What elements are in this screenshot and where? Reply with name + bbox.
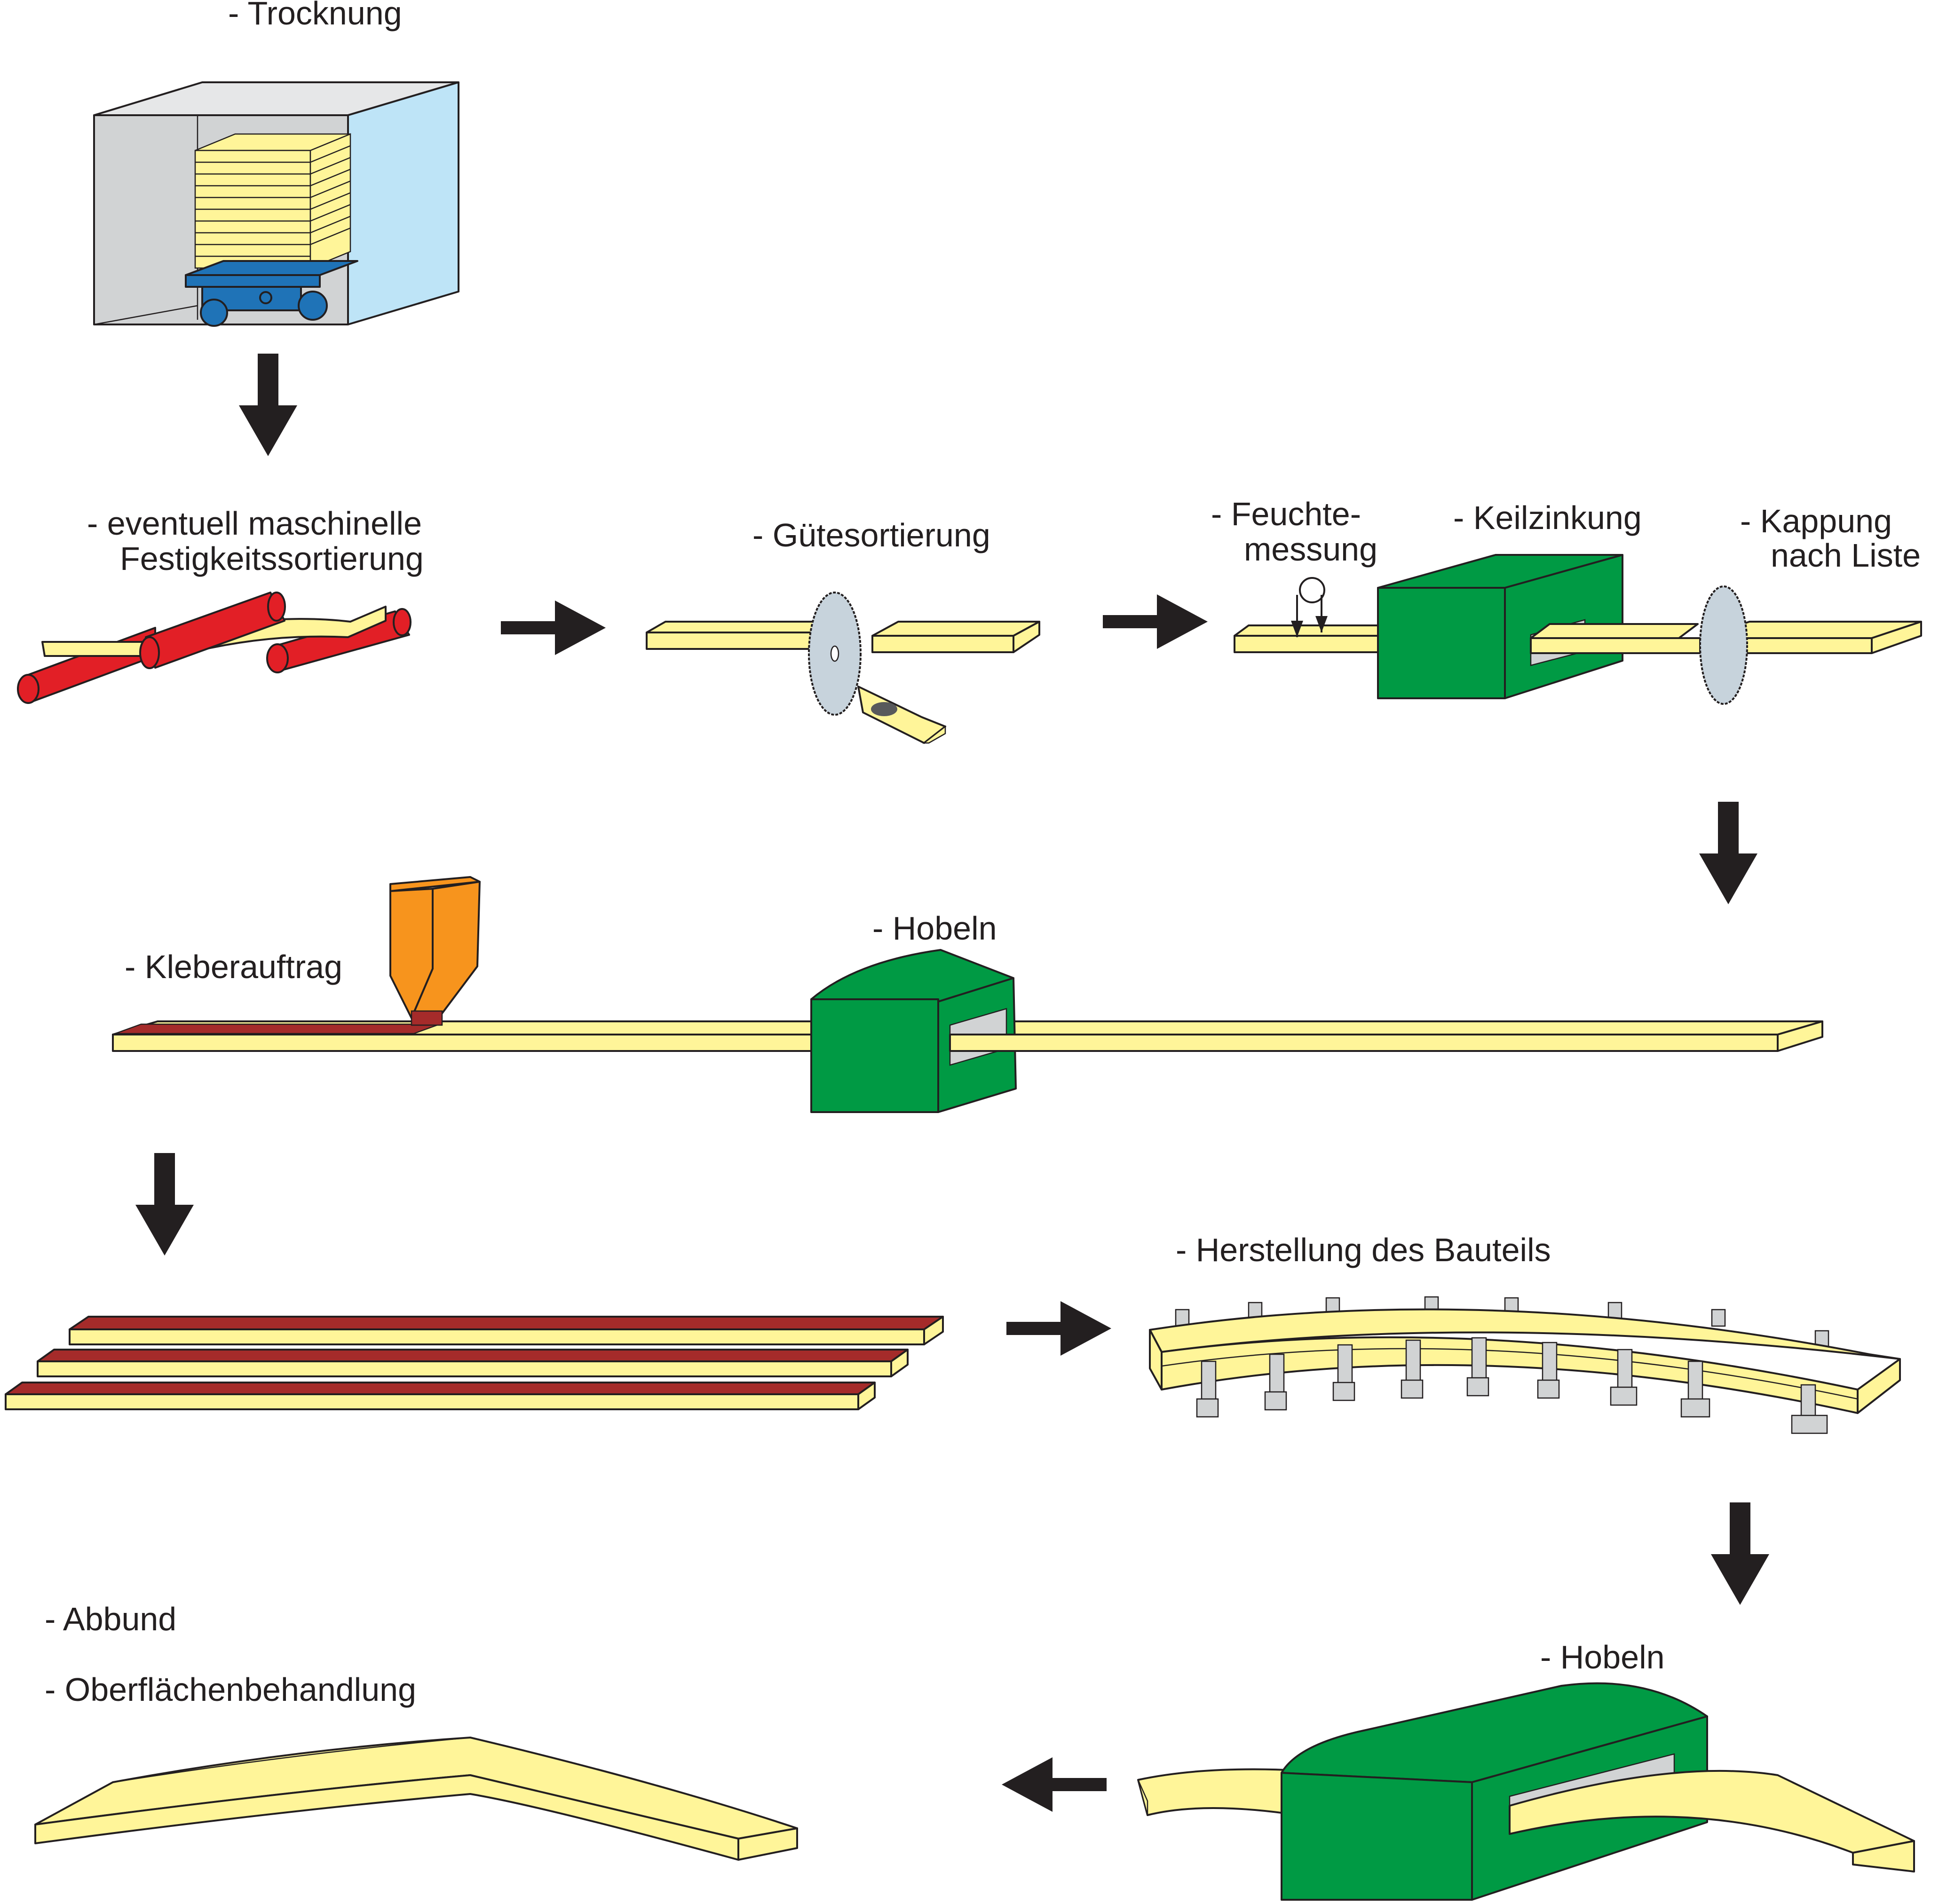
arrow-right-icon: [501, 600, 606, 655]
finger-joint-line: [1234, 554, 1922, 705]
label-surface-treatment: - Oberflächenbehandlung: [45, 1671, 416, 1708]
strength-sorting-machine: [17, 592, 412, 704]
arrow-down-icon: [1711, 1502, 1769, 1605]
label-finger-joint: - Keilzinkung: [1453, 499, 1642, 536]
curved-press: [1149, 1296, 1901, 1434]
label-moisture-2: messung: [1244, 531, 1377, 568]
lamella: [37, 1349, 909, 1377]
finished-beam: [34, 1737, 798, 1861]
saw-blade-icon: [808, 592, 862, 716]
glued-lamellas: [5, 1316, 944, 1410]
label-cutting-2: nach Liste: [1771, 537, 1921, 574]
glue-applicator: [389, 876, 481, 1026]
label-quality-sorting: - Gütesortierung: [752, 517, 990, 553]
label-planing-2: - Hobeln: [1540, 1639, 1665, 1675]
lumber-stack: [194, 133, 351, 269]
saw-blade-icon: [1699, 585, 1748, 705]
moisture-sensor-icon: [1291, 577, 1328, 637]
label-manufacture: - Herstellung des Bauteils: [1176, 1232, 1551, 1268]
label-strength-sorting-1: - eventuell maschinelle: [87, 505, 422, 542]
glue-planing-line: [112, 876, 1823, 1113]
arrow-down-icon: [135, 1153, 194, 1256]
arrow-down-icon: [1699, 802, 1757, 904]
waste-piece: [857, 686, 946, 744]
component-planing: [1137, 1682, 1915, 1901]
label-moisture-1: - Feuchte-: [1211, 496, 1361, 532]
lamella: [5, 1382, 876, 1410]
roller: [139, 592, 286, 669]
arrow-right-icon: [1006, 1301, 1111, 1356]
drying-chamber: [93, 81, 459, 327]
label-joinery: - Abbund: [45, 1601, 176, 1637]
label-drying: - Trocknung: [228, 0, 402, 32]
quality-sorting-station: [646, 592, 1040, 744]
label-planing-1: - Hobeln: [872, 910, 997, 947]
arrow-left-icon: [1002, 1757, 1107, 1812]
arrow-right-icon: [1103, 594, 1208, 649]
planing-machine: [810, 949, 1017, 1113]
drying-cart: [185, 260, 358, 327]
label-glue: - Kleberauftrag: [125, 948, 342, 985]
label-cutting-1: - Kappung: [1740, 503, 1892, 539]
label-strength-sorting-2: Festigkeitssortierung: [120, 540, 424, 577]
arrow-down-icon: [239, 354, 297, 456]
lamella: [69, 1316, 944, 1345]
roller: [17, 627, 156, 704]
